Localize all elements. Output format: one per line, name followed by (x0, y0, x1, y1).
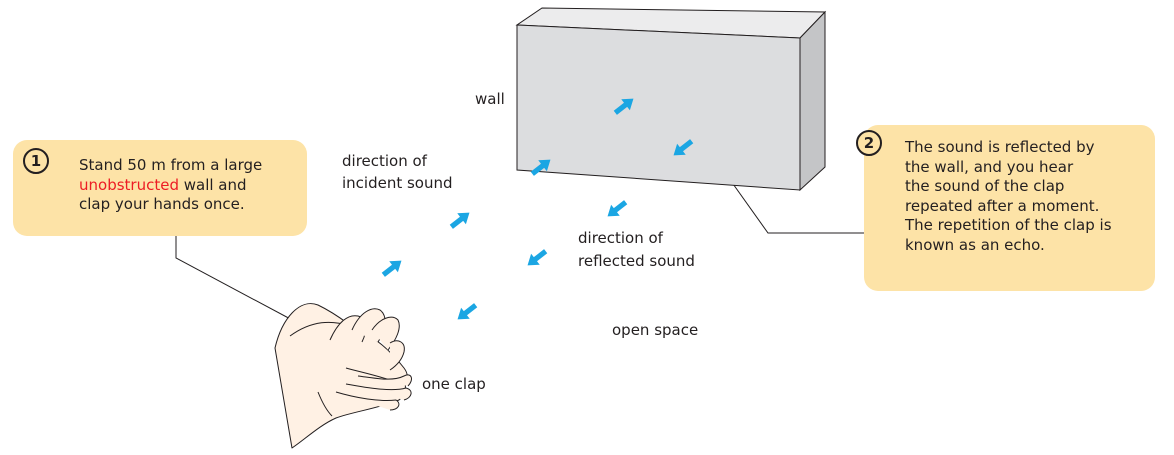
step1-highlight: unobstructed (79, 175, 179, 194)
step2-line: the sound of the clap (905, 177, 1065, 195)
step1-line2: unobstructed wall and (79, 176, 262, 196)
step2-line: the wall, and you hear (905, 157, 1074, 176)
one-clap-label: one clap (422, 375, 486, 393)
reflected-label-line1: direction of (578, 229, 663, 247)
step2-line: The sound is reflected by (905, 138, 1095, 156)
incident-label-line2: incident sound (342, 174, 453, 192)
wall-block (515, 7, 827, 192)
step2-number-badge: 2 (856, 130, 882, 156)
step1-callout: 1 Stand 50 m from a large unobstructed w… (13, 140, 307, 236)
step1-line3: clap your hands once. (79, 195, 245, 213)
step1-text: Stand 50 m from a large unobstructed wal… (79, 156, 262, 215)
clapping-hands-icon (274, 303, 412, 449)
reflected-arrow-icon (523, 245, 550, 271)
reflected-arrow-icon (603, 196, 630, 222)
step1-number-badge: 1 (23, 148, 49, 174)
reflected-label-line2: reflected sound (578, 252, 695, 270)
step1-line1: Stand 50 m from a large (79, 156, 263, 174)
step2-line: The repetition of the clap is (905, 216, 1112, 234)
step2-text: The sound is reflected by the wall, and … (905, 138, 1112, 255)
wall-label: wall (475, 90, 505, 108)
step2-line: repeated after a moment. (905, 196, 1100, 215)
incident-label-line1: direction of (342, 152, 427, 170)
incident-arrow-icon (447, 207, 474, 233)
step2-callout: 2 The sound is reflected by the wall, an… (856, 125, 1155, 291)
wall-front-face (516, 24, 801, 191)
wall-side-face (799, 10, 826, 192)
incident-arrow-icon (379, 255, 406, 281)
callout1-leader-line (175, 236, 297, 323)
reflected-arrow-icon (453, 299, 480, 325)
step2-line: known as an echo. (905, 235, 1045, 254)
step1-line2-rest: wall and (178, 175, 247, 194)
open-space-label: open space (612, 321, 699, 339)
